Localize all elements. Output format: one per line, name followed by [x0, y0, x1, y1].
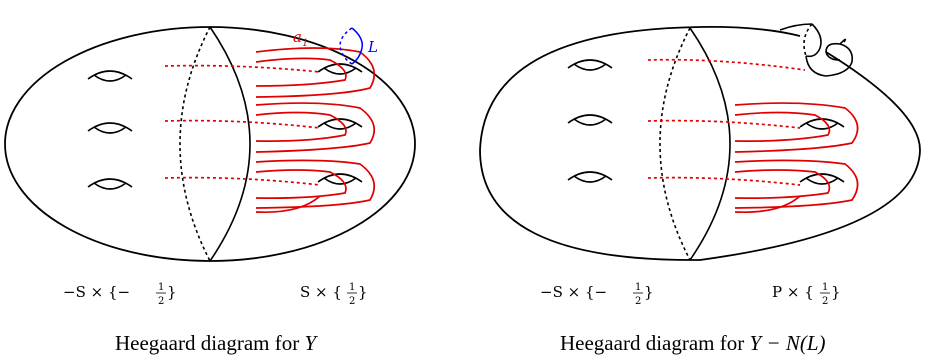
caption-left: Heegaard diagram for Y	[115, 331, 318, 355]
right-surface-outline	[479, 26, 921, 261]
right-handle-1	[567, 59, 613, 71]
right-handle-2	[567, 114, 613, 126]
label-minus-S-right: −S × {−	[540, 283, 607, 301]
left-red-curves	[164, 47, 376, 214]
label-minus-S-right-den: 2	[635, 296, 641, 307]
left-knot-L	[339, 27, 364, 65]
label-minus-S-num: 1	[158, 282, 164, 293]
right-diagram: −S × {− 1 2 } P × { 1 2 } Heegaard diagr…	[479, 23, 921, 355]
right-red-curves	[647, 58, 859, 214]
left-handle-3	[87, 178, 133, 190]
label-minus-S-close: }	[167, 283, 177, 301]
label-P: P × {	[772, 283, 814, 301]
right-disk-back	[659, 27, 691, 261]
left-handle-2	[87, 122, 133, 134]
curve-label-a1: a1	[293, 28, 308, 49]
label-S: S × {	[300, 283, 342, 301]
label-S-close: }	[358, 283, 368, 301]
right-handle-4	[799, 118, 845, 130]
label-P-den: 2	[822, 296, 828, 307]
label-P-num: 1	[822, 282, 828, 293]
label-S-num: 1	[349, 282, 355, 293]
knot-label-L: L	[367, 38, 378, 56]
label-P-close: }	[831, 283, 841, 301]
label-minus-S: −S × {−	[63, 283, 130, 301]
label-minus-S-right-num: 1	[635, 282, 641, 293]
label-minus-S-den: 2	[158, 296, 164, 307]
label-S-den: 2	[349, 296, 355, 307]
left-diagram: a1 L −S × {− 1 2 } S × { 1 2 } Heegaard …	[4, 26, 416, 355]
left-handle-1	[87, 70, 133, 82]
left-disk-back	[179, 26, 211, 262]
caption-right: Heegaard diagram for Y − N(L)	[560, 331, 826, 355]
right-disk-front	[689, 27, 731, 261]
right-tube	[779, 23, 854, 77]
left-disk-front	[209, 26, 251, 262]
right-handle-3	[567, 171, 613, 183]
label-minus-S-right-close: }	[644, 283, 654, 301]
